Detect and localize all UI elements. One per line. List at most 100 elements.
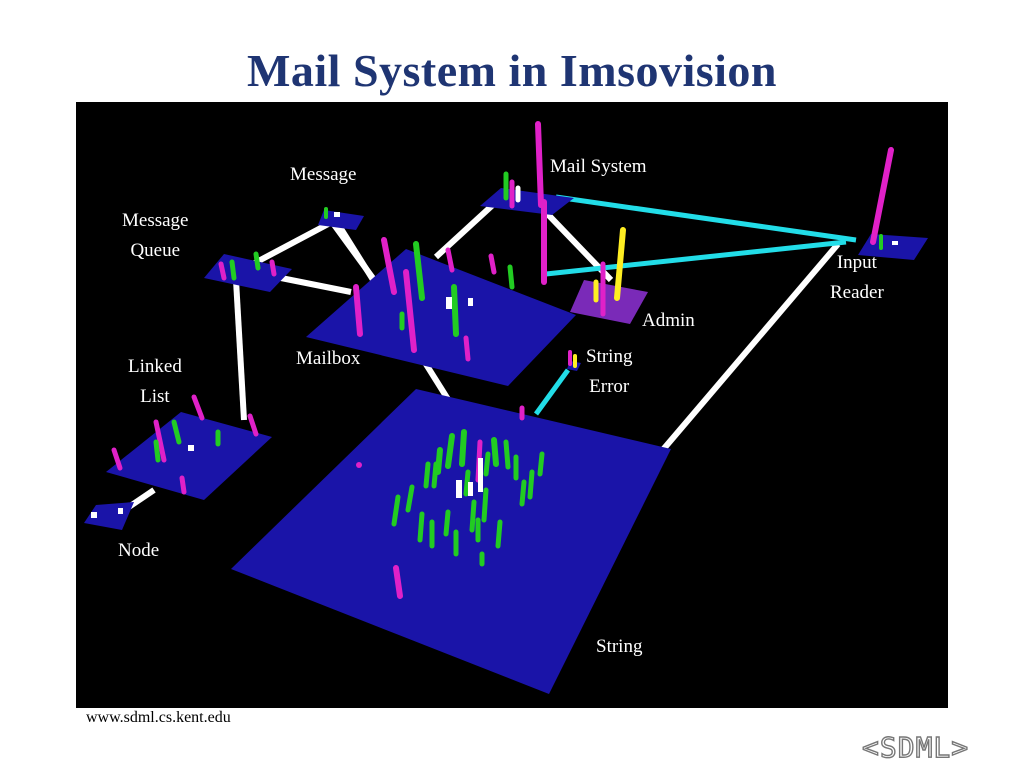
footer-url: www.sdml.cs.kent.edu bbox=[86, 709, 231, 726]
bar-string-attribute bbox=[537, 451, 545, 477]
bar-string-attribute bbox=[469, 499, 477, 533]
bar-inputreader-constructor bbox=[892, 241, 898, 245]
bar-mailbox-method bbox=[445, 247, 455, 273]
bar-string-attribute bbox=[431, 461, 439, 489]
bar-string-attribute bbox=[481, 487, 489, 523]
label-admin: Admin bbox=[642, 306, 695, 336]
bar-mailbox-attribute bbox=[507, 264, 515, 290]
bar-string-attribute bbox=[491, 437, 499, 467]
bar-mailbox-method bbox=[353, 284, 363, 337]
bar-string-attribute bbox=[423, 461, 431, 489]
label-mail-system-text: Mail System bbox=[550, 156, 647, 177]
bar-string-attribute bbox=[527, 469, 535, 500]
bar-linkedlist-method bbox=[111, 447, 123, 471]
bar-linkedlist-method bbox=[153, 419, 167, 463]
bar-message-constructor bbox=[334, 212, 340, 217]
label-node: Node bbox=[118, 536, 159, 566]
label-message: Message bbox=[290, 160, 356, 190]
bar-string-attribute bbox=[503, 439, 511, 470]
label-message-text: Message bbox=[290, 164, 357, 185]
label-message-queue-line2: Queue bbox=[130, 240, 181, 261]
connector-queue-linkedlist bbox=[233, 279, 247, 421]
platform-admin bbox=[570, 280, 648, 324]
sdml-logo: <SDML> bbox=[861, 730, 970, 764]
bar-string-attribute bbox=[435, 447, 443, 475]
label-admin-text: Admin bbox=[642, 310, 695, 331]
bar-queue-method bbox=[218, 261, 227, 281]
bar-linkedlist-method bbox=[191, 394, 205, 421]
bar-string-attribute bbox=[459, 429, 467, 467]
connectors bbox=[112, 194, 857, 520]
bar-string-method bbox=[393, 565, 403, 599]
platform-message-queue bbox=[204, 254, 292, 292]
visualization-canvas bbox=[84, 121, 928, 694]
label-string-error-line1: String bbox=[586, 346, 633, 367]
platforms bbox=[84, 188, 928, 694]
bar-string-attribute bbox=[483, 451, 491, 477]
bar-mailbox-attribute bbox=[413, 241, 425, 301]
bar-string-attribute bbox=[443, 509, 451, 537]
bar-string-attribute bbox=[405, 484, 415, 513]
bar-string-constructor bbox=[478, 458, 483, 492]
bar-mailsystem-method bbox=[535, 121, 544, 208]
platform-mail-system bbox=[480, 188, 574, 215]
bar-string-attribute bbox=[391, 494, 401, 527]
label-string-text: String bbox=[596, 636, 643, 657]
bar-queue-method bbox=[269, 259, 277, 277]
bar-string-attribute bbox=[417, 511, 425, 543]
slide-title: Mail System in Imsovision bbox=[246, 45, 778, 96]
bar-string-constructor bbox=[456, 480, 462, 498]
connector-mailbox-inputreader bbox=[545, 239, 847, 277]
label-string-error-line2: Error bbox=[589, 376, 630, 397]
bar-string-attribute bbox=[495, 519, 503, 549]
connector-inputreader-string bbox=[658, 242, 841, 454]
bar-linkedlist-method bbox=[247, 413, 259, 437]
bar-string-method bbox=[356, 462, 362, 468]
label-input-reader-line1: Input bbox=[836, 252, 877, 273]
bar-string-attribute bbox=[445, 433, 455, 469]
label-mailbox-text: Mailbox bbox=[296, 348, 361, 369]
bar-string-constructor bbox=[468, 482, 473, 496]
platform-string bbox=[231, 389, 671, 694]
bar-string-attribute bbox=[519, 479, 527, 507]
label-node-text: Node bbox=[118, 540, 160, 561]
bar-mailbox-method bbox=[463, 335, 471, 362]
bar-queue-attribute bbox=[229, 259, 237, 281]
bar-mailbox-method bbox=[403, 269, 417, 353]
bar-linkedlist-method bbox=[179, 475, 187, 495]
bar-node-constructor bbox=[91, 512, 97, 518]
label-linked-list-line1: Linked bbox=[128, 356, 182, 377]
bar-linkedlist-attribute bbox=[171, 419, 182, 445]
bar-queue-attribute bbox=[253, 251, 261, 271]
label-string: String bbox=[596, 632, 642, 662]
platform-linked-list bbox=[106, 412, 272, 500]
string-bar-cluster bbox=[356, 405, 545, 599]
bar-linkedlist-constructor bbox=[188, 445, 194, 451]
bar-mailbox-method bbox=[381, 237, 397, 295]
label-input-reader-line2: Reader bbox=[830, 282, 884, 303]
connector-mailsystem-mailbox bbox=[433, 199, 499, 260]
bar-inputreader-method bbox=[870, 147, 894, 245]
connector-mailsystem-inputreader bbox=[555, 194, 857, 243]
bar-admin-yellow bbox=[614, 227, 626, 301]
platform-message bbox=[318, 210, 364, 230]
bar-mailbox-constructor bbox=[446, 297, 452, 309]
bar-mailbox-attribute bbox=[451, 284, 459, 337]
bar-mailbox-method bbox=[488, 253, 497, 275]
connector-stringerror-string bbox=[533, 368, 571, 416]
class-member-bars bbox=[91, 121, 898, 599]
bar-string-attribute bbox=[463, 469, 471, 497]
label-mailbox: Mailbox bbox=[296, 344, 360, 374]
bar-linkedlist-attribute bbox=[153, 439, 161, 463]
bar-node-constructor bbox=[118, 508, 123, 514]
bar-mailbox-constructor bbox=[468, 298, 473, 306]
label-mail-system: Mail System bbox=[550, 152, 647, 182]
label-linked-list-line2: List bbox=[140, 386, 170, 407]
label-message-queue-line1: Message bbox=[122, 210, 189, 231]
platform-mailbox bbox=[306, 249, 576, 386]
